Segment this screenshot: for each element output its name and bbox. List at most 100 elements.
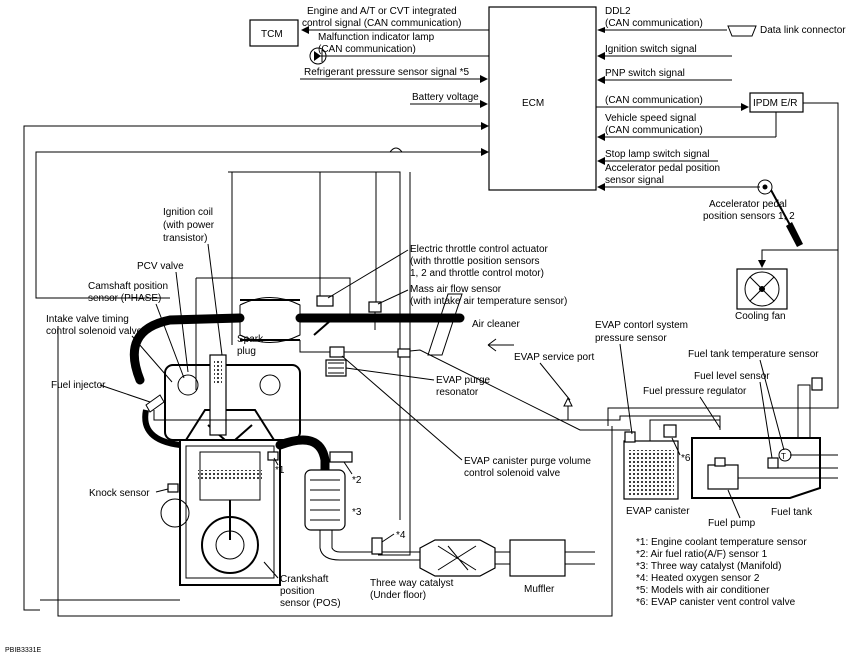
data-link-connector-label: Data link connector <box>760 25 846 36</box>
harness-arrow-2 <box>481 148 489 156</box>
throttle-actuator-leader <box>327 249 409 299</box>
stop-lamp-label: Stop lamp switch signal <box>605 149 710 160</box>
intake-duct-upper <box>129 313 245 385</box>
tcm-label: TCM <box>261 29 283 40</box>
throttle-actuator-line3: 1, 2 and throttle control motor) <box>410 268 544 279</box>
fuel-pump-leader <box>727 489 741 519</box>
ecm-label: ECM <box>522 98 544 109</box>
ddl2-arrow <box>597 27 605 33</box>
fuel-pressure-reg-label: Fuel pressure regulator <box>643 386 747 397</box>
fuel-tank-wire <box>607 250 839 426</box>
maf-sensor-line1: Mass air flow sensor <box>410 284 502 295</box>
af-sensor-icon <box>329 451 353 463</box>
throttle-actuator-icon <box>316 295 334 307</box>
purge-solenoid-icon <box>329 346 345 358</box>
cylinder-head-icon <box>164 364 301 441</box>
muffler-label: Muffler <box>524 584 555 595</box>
camshaft-sensor-leader <box>155 303 185 379</box>
app-signal-line2: sensor signal <box>605 175 664 186</box>
marker-4-leader <box>381 533 395 543</box>
footnotes: *1: Engine coolant temperature sensor *2… <box>636 537 807 608</box>
spark-plug-coil <box>214 360 222 385</box>
camshaft-sensor-line2: sensor (PHASE) <box>88 293 161 304</box>
ipdm-label: IPDM E/R <box>753 98 797 109</box>
ddl2-line1: DDL2 <box>605 6 631 17</box>
fuel-tank-temp-leader <box>759 359 785 451</box>
marker-1-leader <box>273 457 279 466</box>
engine-block-icon <box>179 409 281 586</box>
ignition-coil-line3: transistor) <box>163 233 207 244</box>
accelerator-pedal-icon <box>757 179 803 247</box>
ddl2-line2: (CAN communication) <box>605 18 703 29</box>
figure-code: PBIB3331E <box>5 647 42 654</box>
cooling-fan-icon <box>736 268 788 310</box>
evap-vent-line <box>649 419 720 441</box>
evap-pressure-leader <box>619 343 633 435</box>
air-cleaner-label: Air cleaner <box>472 319 520 330</box>
evap-service-port-icon <box>563 396 573 407</box>
footnote-4: *4: Heated oxygen sensor 2 <box>636 573 760 584</box>
fuel-level-label: Fuel level sensor <box>694 371 770 382</box>
evap-purge-resonator-line2: resonator <box>436 387 479 398</box>
engine-at-signal-line2: control signal (CAN communication) <box>302 18 462 29</box>
ignition-coil-leader <box>207 243 223 356</box>
resonator-lines <box>328 362 344 374</box>
harness-arrow-1 <box>481 122 489 130</box>
footnote-3: *3: Three way catalyst (Manifold) <box>636 561 781 572</box>
exhaust-pipe <box>319 530 420 561</box>
harness-wire-bottom <box>57 326 613 617</box>
tcm-box <box>249 19 299 47</box>
fuel-tank-icon <box>691 377 823 499</box>
evap-pressure-line2: pressure sensor <box>595 333 667 344</box>
app-sensor-line2: position sensors 1, 2 <box>703 211 795 222</box>
evap-service-port-leader <box>539 362 571 401</box>
harness-wire-ignition <box>228 171 401 520</box>
intake-collector-walls <box>240 299 300 341</box>
cooling-fan-label: Cooling fan <box>735 311 786 322</box>
fuel-supply-line <box>153 410 721 430</box>
footnote-5: *5: Models with air conditioner <box>636 585 770 596</box>
tail-pipe <box>565 551 595 565</box>
marker-6-leader <box>671 437 681 456</box>
evap-canister-purge-line1: EVAP canister purge volume <box>464 456 591 467</box>
crankshaft-sensor-line2: position <box>280 586 314 597</box>
purge-valve-icon <box>397 348 411 358</box>
marker-2: *2 <box>352 475 362 486</box>
pnp-switch-label: PNP switch signal <box>605 68 685 79</box>
marker-6: *6 <box>681 453 691 464</box>
footnote-2: *2: Air fuel ratio(A/F) sensor 1 <box>636 549 768 560</box>
fuel-level-leader <box>759 381 773 459</box>
mil-signal-line2: (CAN communication) <box>318 44 416 55</box>
footnote-1: *1: Engine coolant temperature sensor <box>636 537 807 548</box>
o2-sensor-icon <box>371 537 383 555</box>
footnote-6: *6: EVAP canister vent control valve <box>636 597 796 608</box>
marker-2-leader <box>343 461 353 475</box>
ipdm-can-label: (CAN communication) <box>605 95 703 106</box>
fuel-tank-temp-label: Fuel tank temperature sensor <box>688 349 819 360</box>
evap-purge-resonator-line1: EVAP purge <box>436 375 491 386</box>
intake-valve-line1: Intake valve timing <box>46 314 129 325</box>
knock-sensor-leader <box>155 488 169 493</box>
intake-valve-line2: control solenoid valve <box>46 326 143 337</box>
crankshaft-sensor-line3: sensor (POS) <box>280 598 341 609</box>
muffler-pipe <box>495 551 510 565</box>
evap-canister-purge-line2: control solenoid valve <box>464 468 561 479</box>
wire-crossover <box>389 147 403 153</box>
twc-underfloor-line2: (Under floor) <box>370 590 426 601</box>
evap-pressure-sensor-icon <box>624 431 636 443</box>
fuel-injector-label: Fuel injector <box>51 380 106 391</box>
battery-voltage-label: Battery voltage <box>412 92 479 103</box>
coolant-temp-sensor-icon <box>267 451 279 461</box>
marker-4: *4 <box>396 530 406 541</box>
evap-canister-label: EVAP canister <box>626 506 690 517</box>
cooling-fan-arrow <box>758 260 766 268</box>
evap-purge-resonator-leader <box>345 367 435 381</box>
fuel-injector-leader <box>99 384 151 403</box>
engine-at-signal-line1: Engine and A/T or CVT integrated <box>307 6 457 17</box>
pcv-valve-leader <box>175 271 189 373</box>
evap-pressure-line1: EVAP contorl system <box>595 320 688 331</box>
maf-sensor-leader <box>377 289 409 305</box>
knock-sensor-plug <box>167 483 179 493</box>
marker-3: *3 <box>352 507 362 518</box>
mil-signal-line1: Malfunction indicator lamp <box>318 32 435 43</box>
